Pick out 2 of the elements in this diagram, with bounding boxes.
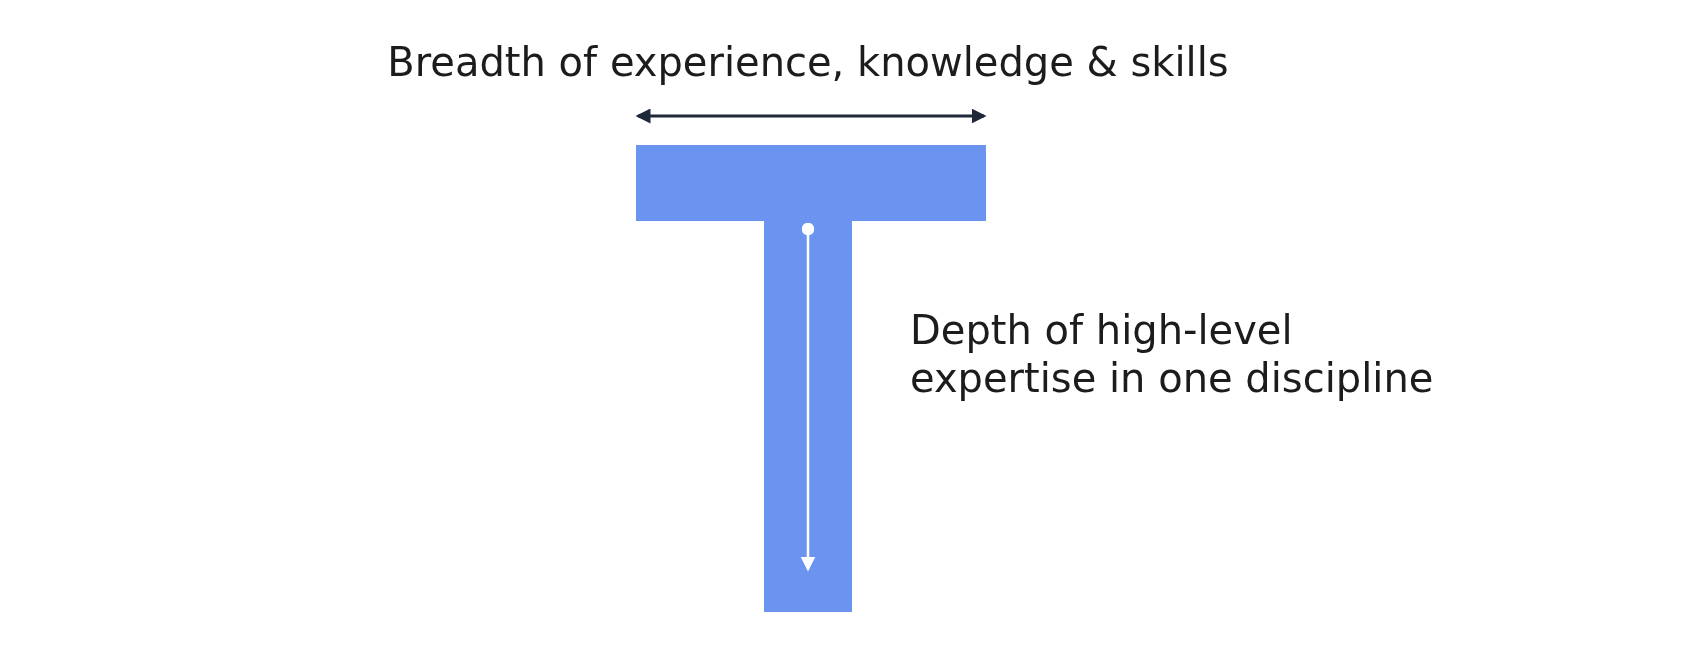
breadth-label: Breadth of experience, knowledge & skills [387, 38, 1229, 86]
depth-label: Depth of high-level expertise in one discipline [910, 306, 1434, 402]
